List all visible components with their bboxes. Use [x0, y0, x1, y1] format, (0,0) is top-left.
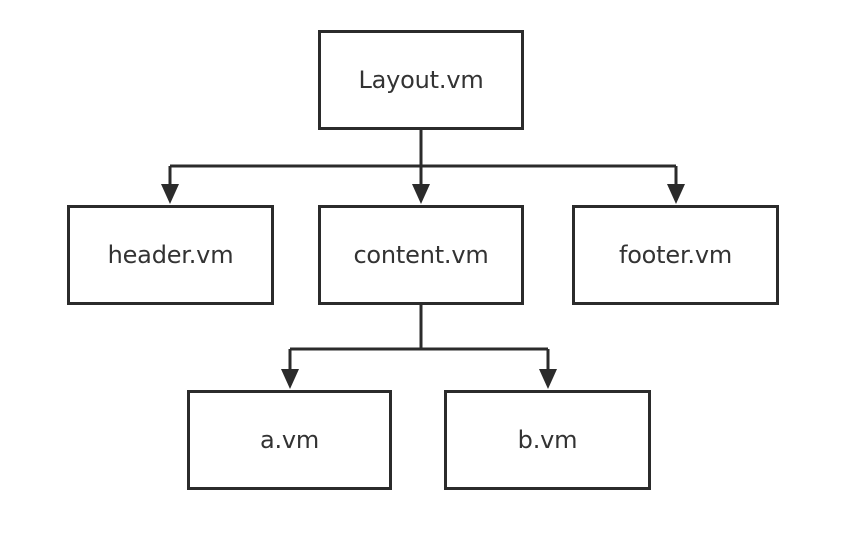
node-label-footer: footer.vm	[618, 241, 733, 269]
node-content[interactable]: content.vm	[318, 205, 524, 305]
arrowhead-footer	[667, 184, 685, 204]
arrowhead-content	[412, 184, 430, 204]
node-label-content: content.vm	[353, 241, 489, 269]
node-label-header: header.vm	[107, 241, 234, 269]
arrowhead-header	[161, 184, 179, 204]
node-footer[interactable]: footer.vm	[572, 205, 779, 305]
node-a[interactable]: a.vm	[187, 390, 392, 490]
node-label-b: b.vm	[517, 426, 578, 454]
node-label-a: a.vm	[259, 426, 320, 454]
node-b[interactable]: b.vm	[444, 390, 651, 490]
arrowhead-b	[539, 369, 557, 389]
arrowhead-a	[281, 369, 299, 389]
node-header[interactable]: header.vm	[67, 205, 274, 305]
node-layout[interactable]: Layout.vm	[318, 30, 524, 130]
node-label-layout: Layout.vm	[358, 66, 484, 94]
